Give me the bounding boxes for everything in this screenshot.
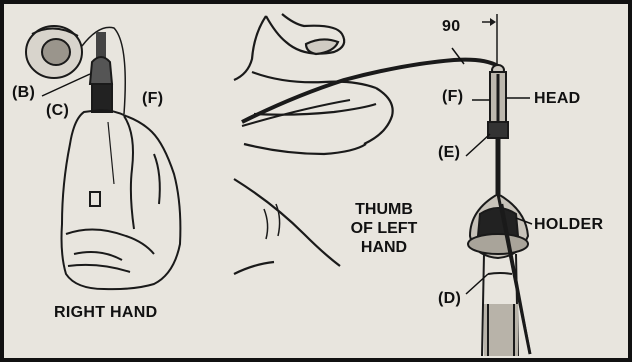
- thumb-line-3: HAND: [334, 238, 434, 257]
- label-f-right: (F): [442, 88, 463, 106]
- label-head: HEAD: [534, 90, 581, 108]
- thumb-line-2: OF LEFT: [334, 219, 434, 238]
- hand-outline: [62, 110, 181, 289]
- label-right-hand: RIGHT HAND: [54, 304, 157, 322]
- label-thumb-of-left-hand: THUMB OF LEFT HAND: [334, 200, 434, 257]
- label-d: (D): [438, 290, 461, 308]
- label-f-left: (F): [142, 90, 163, 108]
- right-hand-illustration: [26, 26, 180, 289]
- label-b-left: (B): [12, 84, 35, 102]
- thumb-line-1: THUMB: [334, 200, 434, 219]
- tool-assembly: [468, 14, 530, 356]
- label-holder: HOLDER: [534, 216, 603, 234]
- label-c-left: (C): [46, 102, 69, 120]
- label-angle-90: 90: [442, 18, 460, 36]
- label-e: (E): [438, 144, 460, 162]
